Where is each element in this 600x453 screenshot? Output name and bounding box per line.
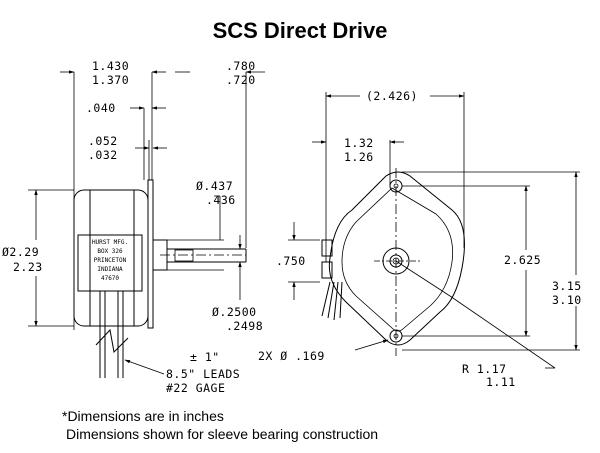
- shaft-dia-lower: .2498: [226, 319, 263, 333]
- length-lower: 1.370: [92, 73, 129, 87]
- tolerance: ± 1": [190, 350, 220, 364]
- hub-dia-upper: Ø.437: [196, 179, 233, 193]
- flange-thickness: .040: [86, 101, 116, 115]
- length-upper: 1.430: [92, 59, 129, 73]
- shaft-ext-lower: .720: [226, 73, 256, 87]
- hub-dia-lower: .436: [206, 193, 236, 207]
- leads-gage: #22 GAGE: [166, 381, 225, 395]
- radius-upper: R 1.17: [462, 362, 507, 376]
- mounting-holes: 2X Ø .169: [258, 349, 325, 363]
- body-dia-upper: Ø2.29: [2, 245, 39, 259]
- body-dia-lower: 2.23: [13, 260, 43, 274]
- front-view: (2.426) 1.32 1.26 2.625 3.15 3.10 .750 2…: [258, 89, 582, 389]
- plate-upper: .052: [88, 134, 118, 148]
- plate-lower: .032: [88, 148, 118, 162]
- hole-spacing: 2.625: [504, 253, 541, 267]
- plate-line-3: PRINCETON: [94, 257, 127, 264]
- side-view: 1.430 1.370 .780 .720 .040 .052 .032 Ø.4…: [2, 59, 265, 395]
- plate-line-4: INDIANA: [97, 266, 123, 273]
- note-construction: Dimensions shown for sleeve bearing cons…: [66, 426, 379, 442]
- offset-lower: 1.26: [344, 150, 374, 164]
- shaft-ext-upper: .780: [226, 59, 256, 73]
- plate-line-2: BOX 326: [97, 248, 123, 255]
- height-upper: 3.15: [552, 279, 582, 293]
- shaft-dia-upper: Ø.2500: [212, 305, 257, 319]
- height-lower: 3.10: [552, 293, 582, 307]
- offset-upper: 1.32: [344, 136, 374, 150]
- overall-width: (2.426): [366, 89, 418, 103]
- leads-length: 8.5" LEADS: [166, 367, 240, 381]
- page-title: SCS Direct Drive: [212, 18, 388, 43]
- plate-line-1: HURST MFG.: [92, 239, 128, 246]
- note-units: *Dimensions are in inches: [62, 408, 224, 424]
- radius-lower: 1.11: [486, 375, 516, 389]
- lead-exit: .750: [276, 254, 306, 268]
- plate-line-5: 47670: [101, 275, 119, 282]
